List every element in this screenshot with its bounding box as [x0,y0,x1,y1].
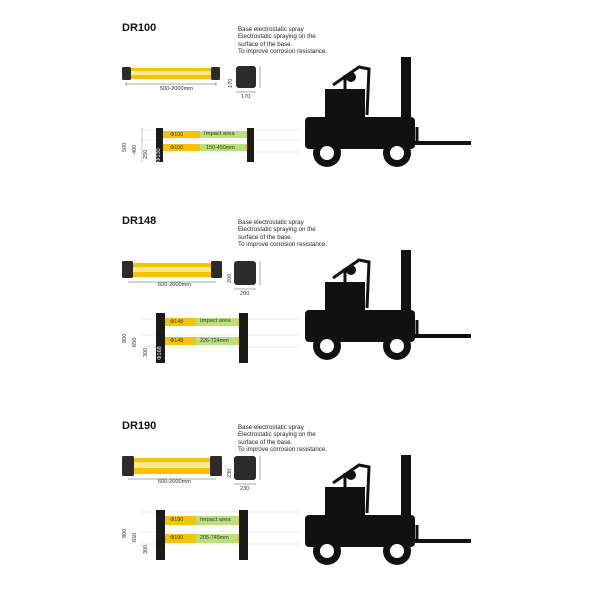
base-description: Base electrostatic spray Electrostatic s… [238,26,327,56]
base-width-dim: 200 [240,291,250,297]
length-dim: 500-2000mm [160,86,193,92]
base-height-dim: 170 [228,78,234,88]
post-diameter: Φ130 [156,148,162,162]
desc-line: surface of the base. [238,233,293,241]
height-total-dim: 800 [122,333,128,343]
model-title: DR100 [122,22,157,34]
desc-line: Electrostatic spraying on the [238,33,316,41]
desc-line: Electrostatic spraying on the [238,431,316,439]
rail-bottom-dia: Φ190 [170,535,184,541]
dr148-drawing [122,250,471,363]
rail-top-dia: Φ190 [170,517,184,523]
impact-label: Impact area [200,318,231,324]
side-view [140,128,300,162]
height-total-dim: 800 [122,528,128,538]
forklift-icon [305,455,471,565]
post-diameter: Φ168 [157,346,163,360]
height-lower-dim: 250 [143,149,149,159]
model-title: DR148 [122,215,157,227]
impact-range: 150-450mm [206,145,235,151]
model-title: DR190 [122,420,157,432]
desc-line: To improve corrosion resistance. [238,446,328,454]
rail-bottom-dia: Φ100 [170,145,184,151]
height-upper-dim: 650 [132,532,138,542]
base-plate [234,261,261,290]
desc-line: To improve corrosion resistance. [238,48,328,56]
section-dr100: DR100 Base electrostatic spray Electrost… [0,22,600,212]
height-lower-dim: 300 [143,544,149,554]
height-total-dim: 500 [122,142,128,152]
forklift-icon [305,250,471,360]
rail-top-dia: Φ148 [170,319,184,325]
desc-line: surface of the base. [238,40,293,48]
base-plate [236,66,261,93]
base-description: Base electrostatic spray Electrostatic s… [238,219,327,249]
desc-line: Base electrostatic spray [238,26,304,33]
base-width-dim: 230 [240,486,250,492]
desc-line: surface of the base. [238,438,293,446]
length-dim: 600-2000mm [158,282,191,288]
section-dr148: DR148 Base electrostatic spray Electrost… [0,215,600,405]
side-view [140,313,300,363]
impact-label: Impact area [200,517,231,523]
impact-range: 226-724mm [200,338,229,344]
section-dr190: DR190 Base electrostatic spray Electrost… [0,420,600,610]
forklift-icon [305,57,471,167]
desc-line: Electrostatic spraying on the [238,226,316,234]
desc-line: Base electrostatic spray [238,219,304,226]
impact-range: 205-745mm [200,535,229,541]
base-height-dim: 200 [227,273,233,283]
base-description: Base electrostatic spray Electrostatic s… [238,424,327,454]
height-upper-dim: 400 [132,144,138,154]
length-dim: 600-2000mm [158,479,191,485]
top-view-rail [122,261,222,283]
dr100-drawing [122,57,471,167]
base-width-dim: 170 [241,94,251,100]
rail-top-dia: Φ100 [170,132,184,138]
impact-label: Impact area [204,131,235,137]
top-view-rail [122,67,220,86]
base-height-dim: 230 [227,468,233,478]
side-view [140,510,300,560]
top-view-rail [122,456,222,480]
height-lower-dim: 300 [143,347,149,357]
base-plate [234,456,261,485]
desc-line: Base electrostatic spray [238,424,304,431]
height-upper-dim: 650 [132,337,138,347]
rail-bottom-dia: Φ148 [170,338,184,344]
desc-line: To improve corrosion resistance. [238,241,328,249]
dr190-drawing [122,455,471,565]
